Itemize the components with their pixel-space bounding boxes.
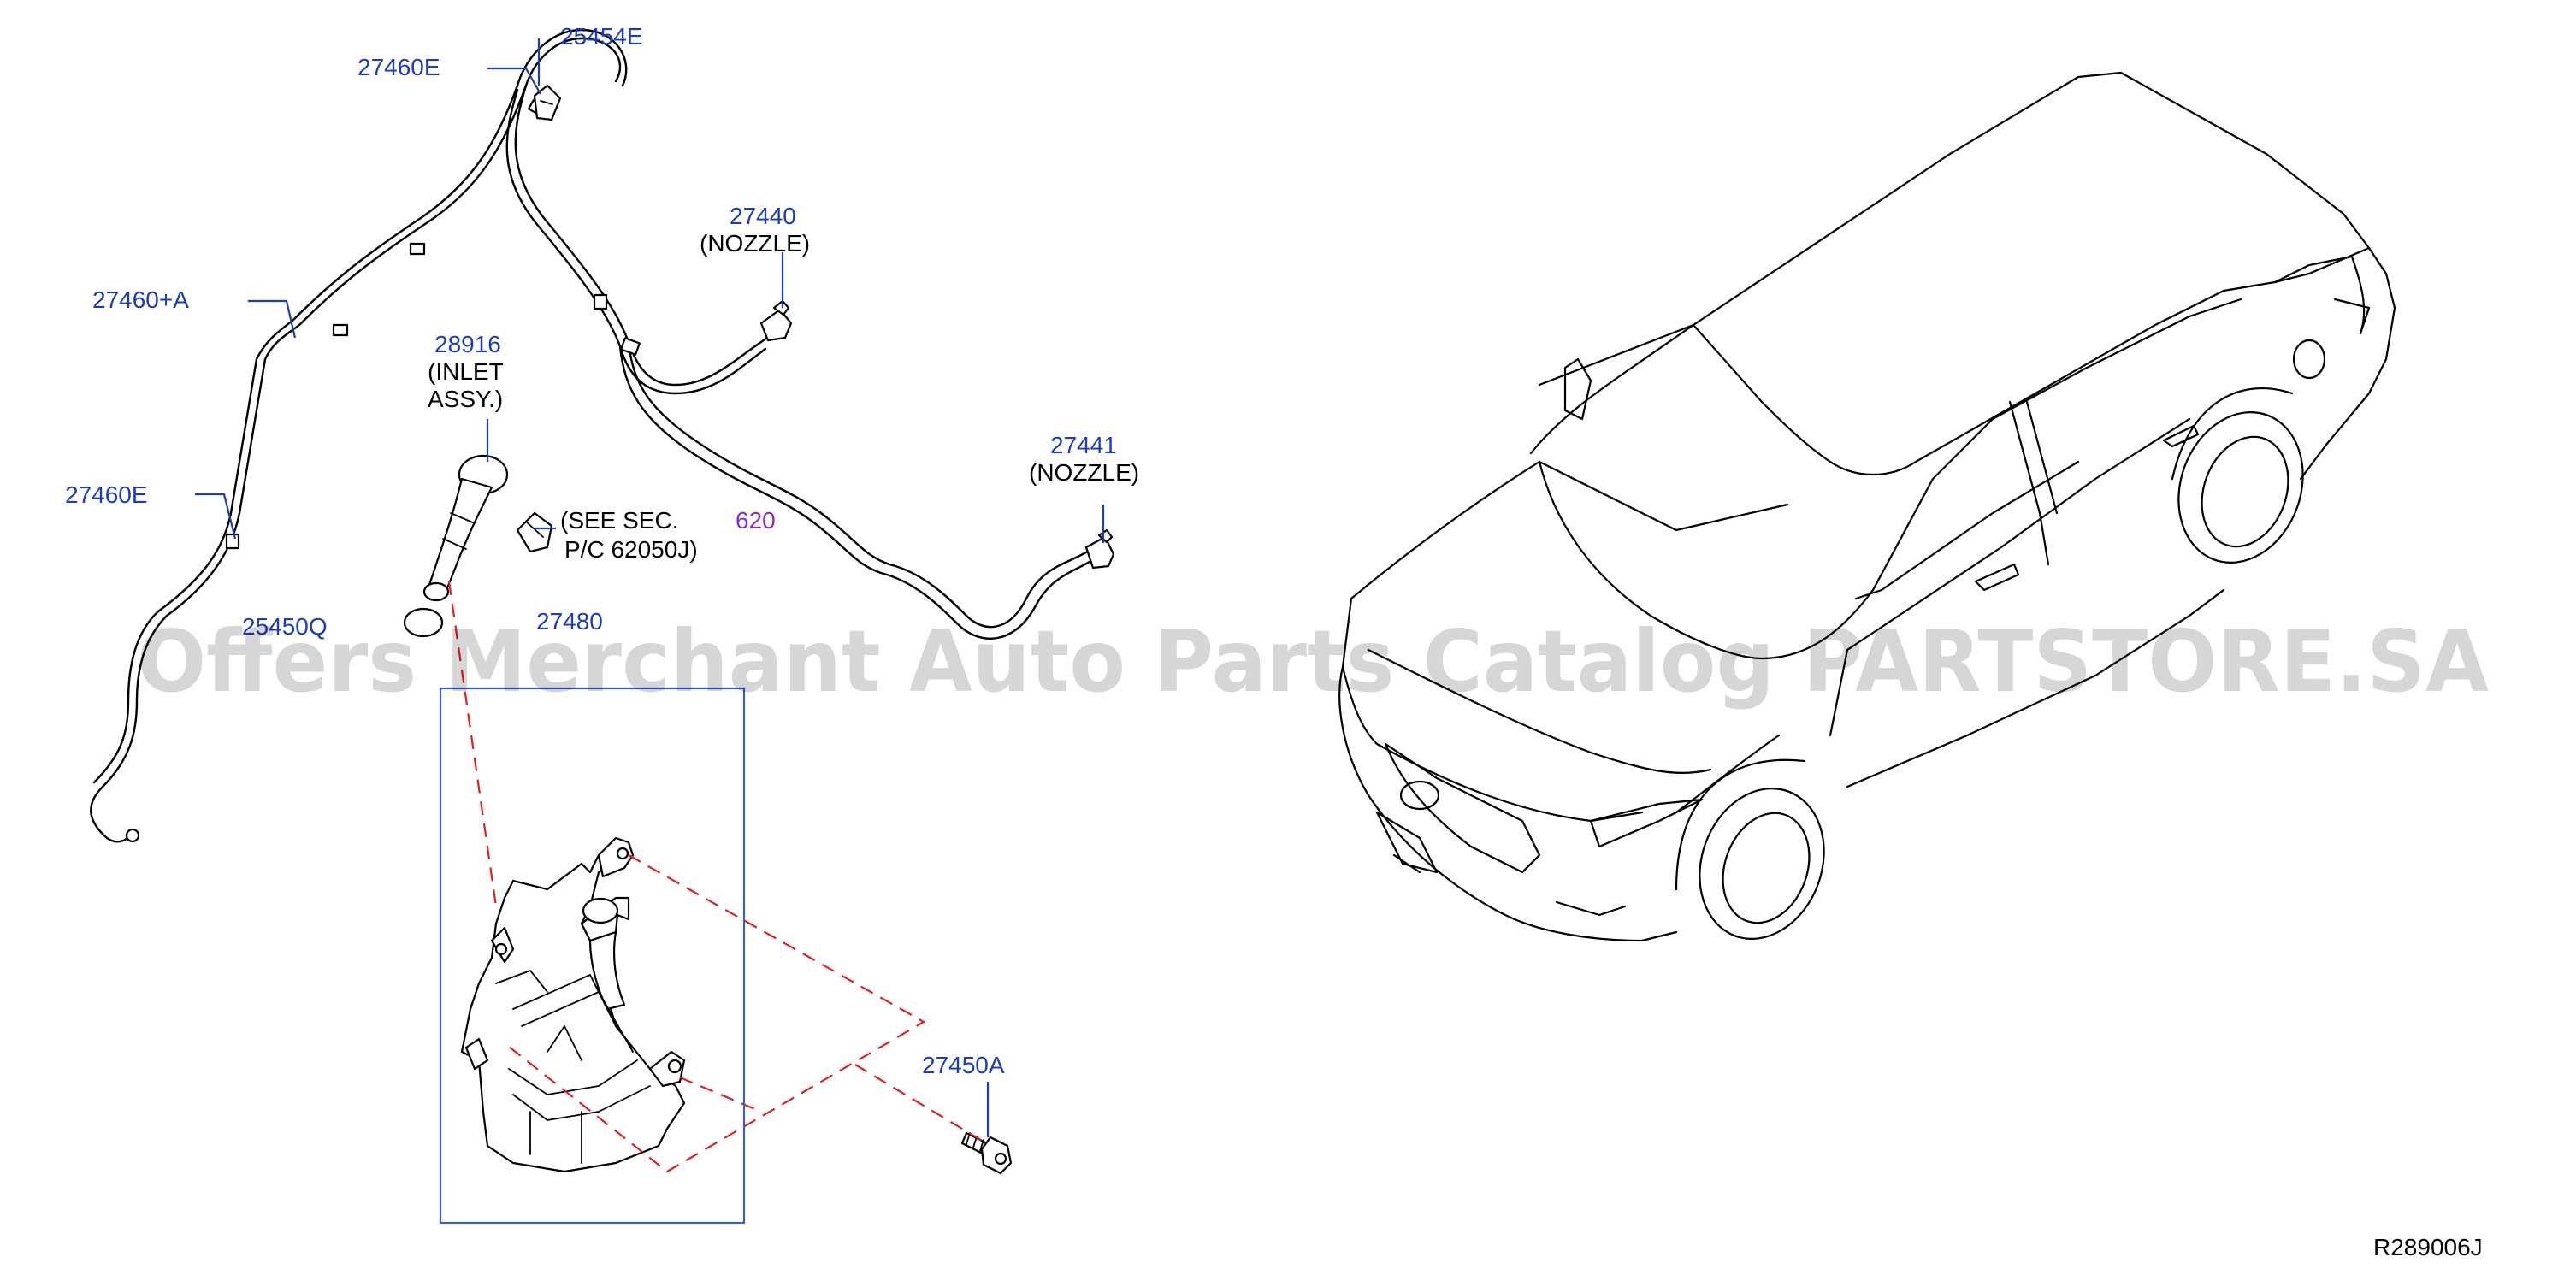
label-27440-note: (NOZZLE) [700, 230, 810, 257]
label-see-sec-line-2: P/C 62050J) [564, 536, 698, 563]
vehicle-outline [1338, 71, 2396, 942]
label-see-sec-620[interactable]: 620 [736, 507, 776, 534]
nozzle-27441 [1084, 528, 1115, 570]
bolt-27450a [960, 1131, 1013, 1175]
label-27480[interactable]: 27480 [536, 608, 603, 634]
diagram-code: R289006J [2373, 1234, 2483, 1260]
inlet-assy-28916 [422, 454, 509, 602]
callout-leaders [195, 38, 1105, 1137]
phantom-lines [447, 581, 984, 1173]
label-28916[interactable]: 28916 [434, 331, 501, 357]
watermark: Offers Merchant Auto Parts Catalog PARTS… [137, 611, 2489, 711]
connector-sec-620 [516, 511, 553, 553]
part-labels: 25454E 27460E 27460+A 27460E 27440 (NOZZ… [65, 23, 1139, 1078]
label-25454e[interactable]: 25454E [560, 23, 643, 50]
label-25450q[interactable]: 25450Q [242, 613, 328, 640]
washer-tank-27480 [460, 836, 686, 1173]
nozzle-27440 [759, 299, 793, 342]
label-27441[interactable]: 27441 [1050, 432, 1117, 458]
label-27440[interactable]: 27440 [730, 203, 796, 229]
label-27441-note: (NOZZLE) [1029, 459, 1139, 486]
clip-25454e [533, 84, 562, 121]
label-28916-note-1: (INLET [428, 358, 504, 385]
label-27460e-top[interactable]: 27460E [357, 54, 440, 80]
label-27460a[interactable]: 27460+A [92, 286, 189, 313]
label-27460e-mid[interactable]: 27460E [65, 481, 148, 508]
group-box-27480 [439, 687, 746, 1225]
label-28916-note-2: ASSY.) [428, 386, 503, 412]
label-27450a[interactable]: 27450A [922, 1052, 1005, 1078]
washer-hose-assembly [90, 28, 1098, 843]
label-see-sec-line-1: (SEE SEC. [560, 507, 678, 534]
grommet-25450q [403, 607, 444, 638]
